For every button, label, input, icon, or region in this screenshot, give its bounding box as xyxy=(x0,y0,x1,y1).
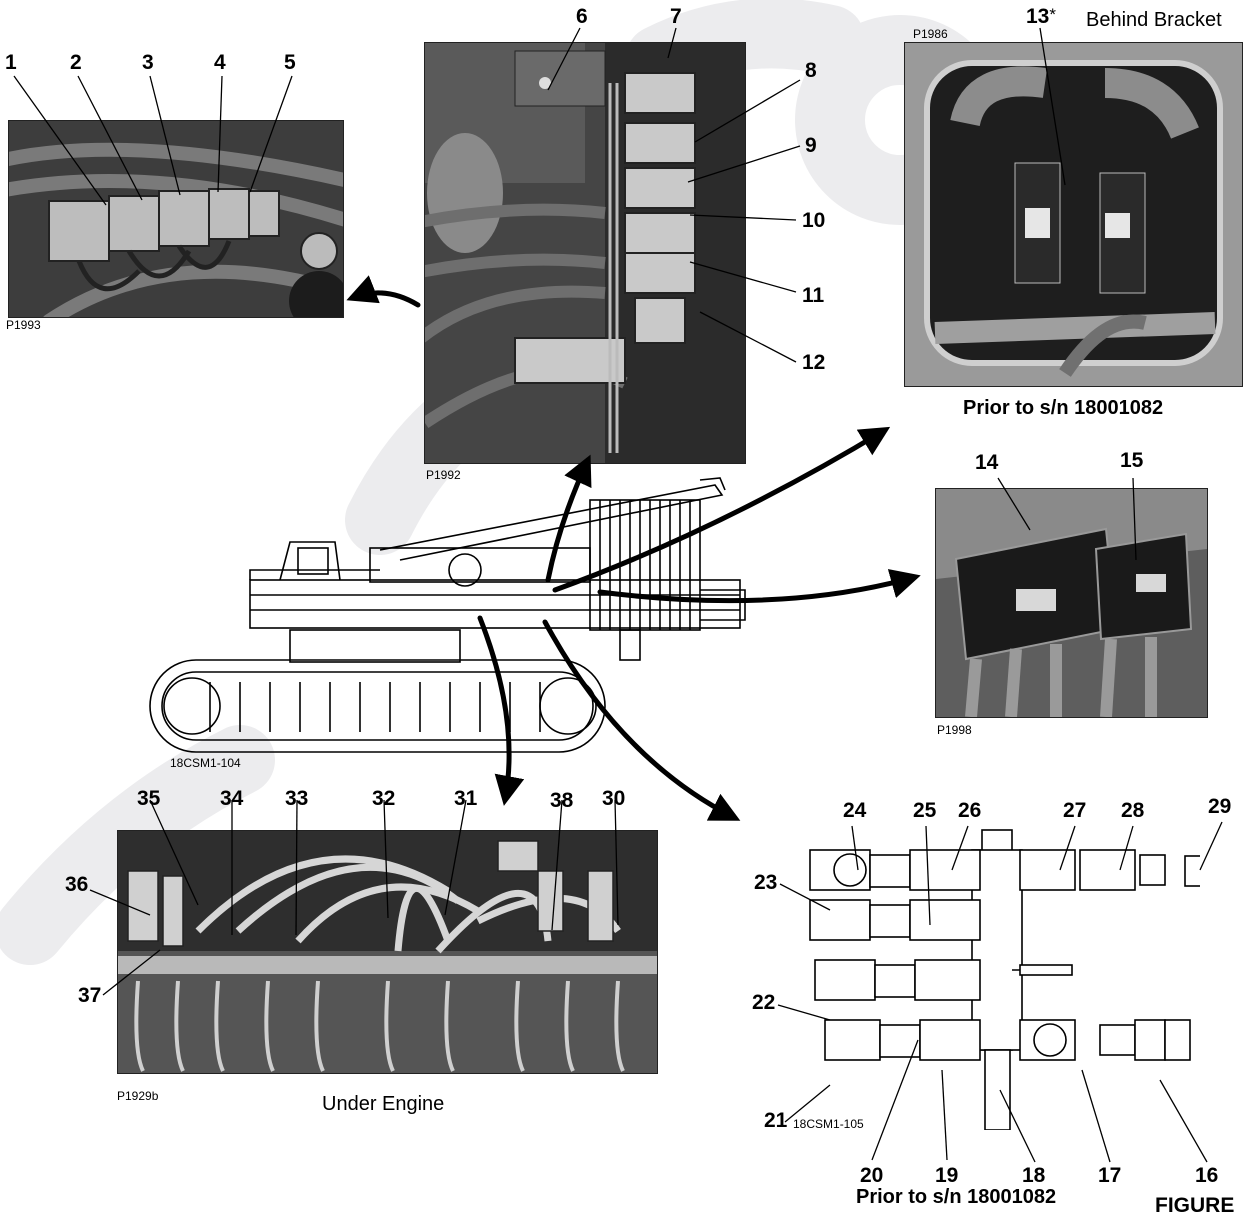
crane-drawing-tag: 18CSM1-104 xyxy=(170,757,241,769)
callout-36: 36 xyxy=(65,874,88,895)
callout-32: 32 xyxy=(372,788,395,809)
callout-3: 3 xyxy=(142,52,154,73)
photo-tag-p1993: P1993 xyxy=(6,319,41,331)
callout-11: 11 xyxy=(802,285,824,306)
arrow-to-valve-bank xyxy=(352,293,418,305)
pump-drawing-tag: 18CSM1-105 xyxy=(793,1118,864,1130)
callout-17: 17 xyxy=(1098,1165,1121,1186)
callout-9: 9 xyxy=(805,135,817,156)
photo-valve-bank-left xyxy=(8,120,344,318)
pump-drive-drawing xyxy=(800,820,1200,1130)
callout-25: 25 xyxy=(913,800,936,821)
callout-1: 1 xyxy=(5,52,17,73)
crane-line-drawing xyxy=(140,470,750,760)
photo-valve-boxes xyxy=(935,488,1208,718)
callout-21: 21 xyxy=(764,1110,787,1131)
photo-under-engine xyxy=(117,830,658,1074)
callout-2: 2 xyxy=(70,52,82,73)
callout-13: 13* xyxy=(1026,6,1056,27)
callout-20: 20 xyxy=(860,1165,883,1186)
figure-label: FIGURE xyxy=(1155,1195,1234,1216)
callout-13-asterisk: * xyxy=(1049,5,1056,24)
callout-6: 6 xyxy=(576,6,588,27)
callout-10: 10 xyxy=(802,210,825,231)
photo-filters-behind-bracket xyxy=(904,42,1243,387)
callout-27: 27 xyxy=(1063,800,1086,821)
callout-23: 23 xyxy=(754,872,777,893)
photo-tag-p1998: P1998 xyxy=(937,724,972,736)
callout-33: 33 xyxy=(285,788,308,809)
callout-18: 18 xyxy=(1022,1165,1045,1186)
callout-4: 4 xyxy=(214,52,226,73)
callout-29: 29 xyxy=(1208,796,1231,817)
photo-tag-p1986: P1986 xyxy=(913,28,948,40)
callout-24: 24 xyxy=(843,800,866,821)
caption-prior-to-sn-top: Prior to s/n 18001082 xyxy=(963,398,1163,418)
callout-34: 34 xyxy=(220,788,243,809)
callout-12: 12 xyxy=(802,352,825,373)
callout-19: 19 xyxy=(935,1165,958,1186)
callout-5: 5 xyxy=(284,52,296,73)
caption-prior-to-sn-bottom: Prior to s/n 18001082 xyxy=(856,1187,1056,1207)
callout-16: 16 xyxy=(1195,1165,1218,1186)
callout-14: 14 xyxy=(975,452,998,473)
callout-31: 31 xyxy=(454,788,477,809)
callout-35: 35 xyxy=(137,788,160,809)
callout-8: 8 xyxy=(805,60,817,81)
callout-15: 15 xyxy=(1120,450,1143,471)
callout-37: 37 xyxy=(78,985,101,1006)
callout-13-number: 13 xyxy=(1026,5,1049,28)
callout-7: 7 xyxy=(670,6,682,27)
photo-tag-p1929b: P1929b xyxy=(117,1090,158,1102)
callout-28: 28 xyxy=(1121,800,1144,821)
behind-bracket-label: Behind Bracket xyxy=(1086,10,1222,30)
callout-26: 26 xyxy=(958,800,981,821)
callout-30: 30 xyxy=(602,788,625,809)
photo-solenoid-valves xyxy=(424,42,746,464)
caption-under-engine: Under Engine xyxy=(322,1094,444,1114)
callout-22: 22 xyxy=(752,992,775,1013)
callout-38: 38 xyxy=(550,790,573,811)
